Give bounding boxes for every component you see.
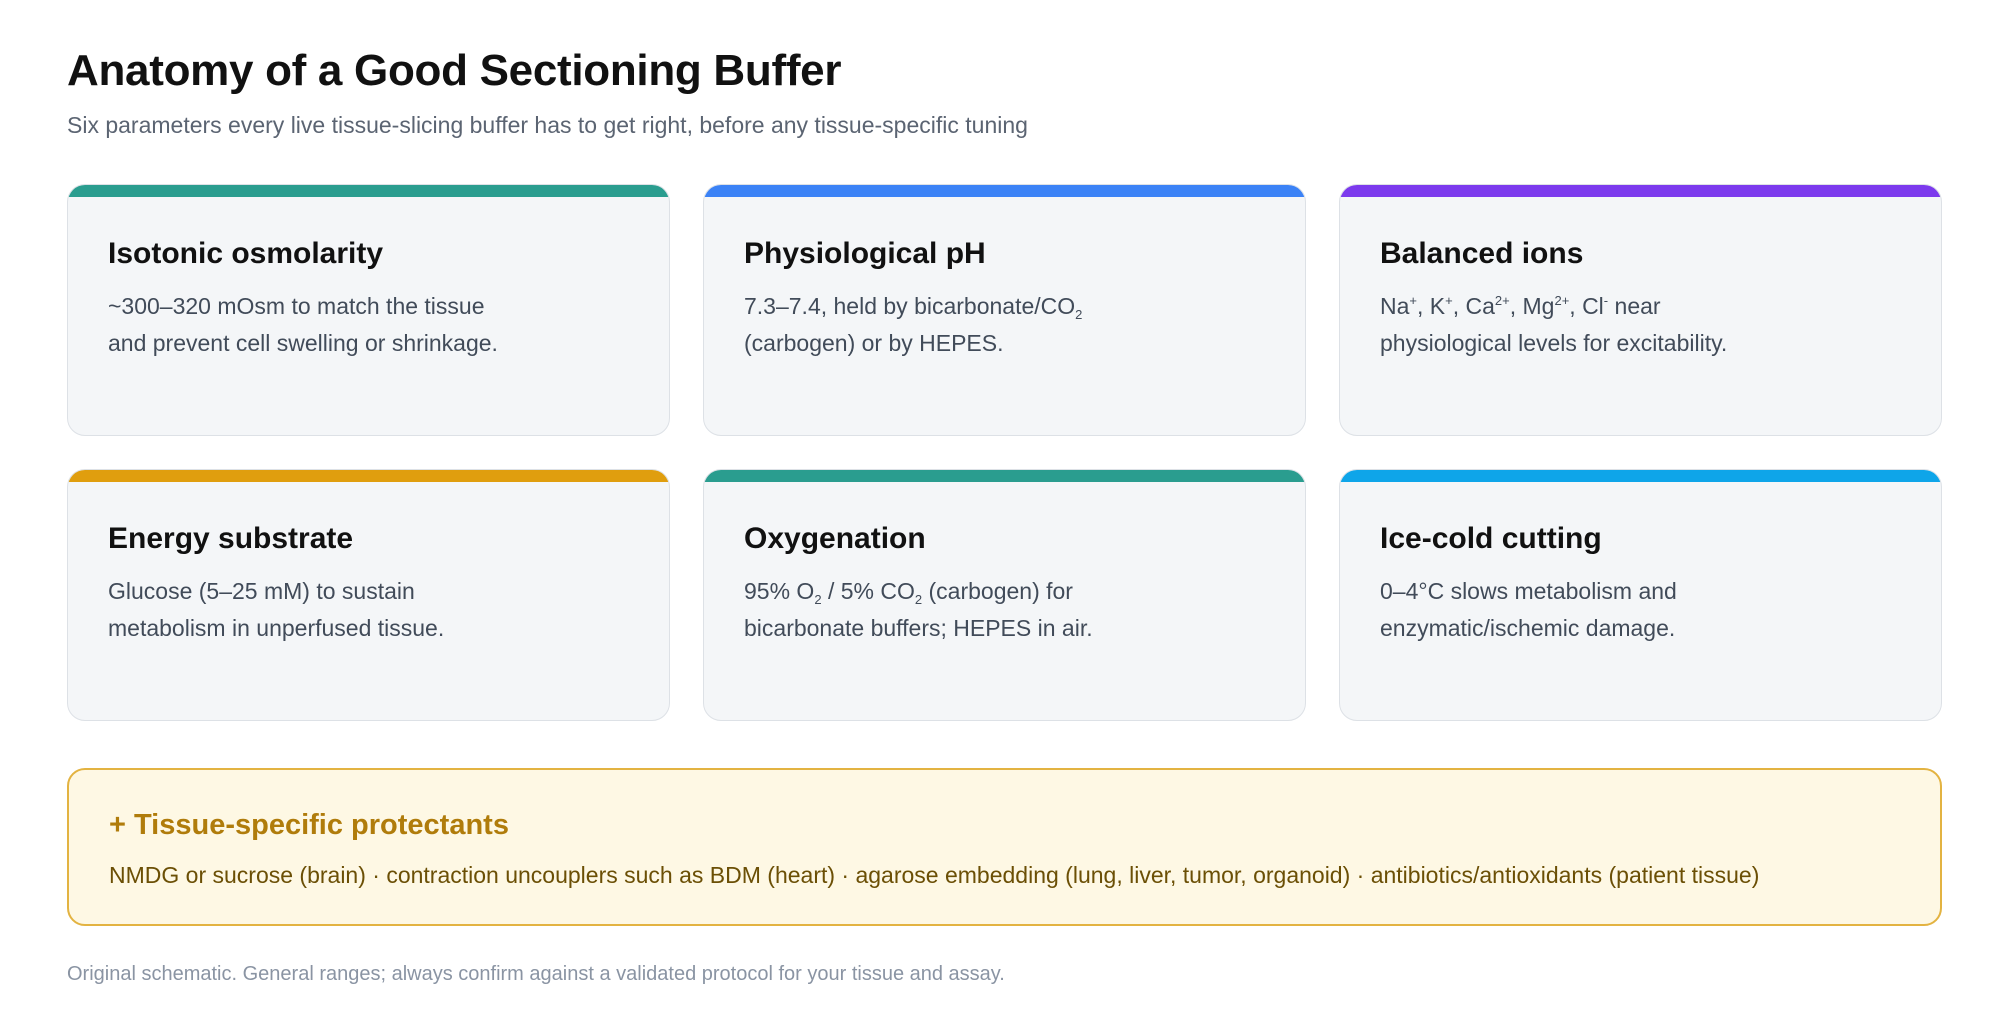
superscript: 2+ — [1554, 293, 1570, 308]
card-description-line: ~300–320 mOsm to match the tissue — [108, 293, 485, 319]
card-description: Na+, K+, Ca2+, Mg2+, Cl- near physiologi… — [1380, 288, 1900, 362]
card-description: Glucose (5–25 mM) to sustain metabolism … — [108, 573, 628, 647]
tissue-specific-protectants-box: + Tissue-specific protectants NMDG or su… — [67, 768, 1942, 926]
card-ice-cold-cutting: Ice-cold cutting 0–4°C slows metabolism … — [1339, 469, 1942, 721]
card-description-line: enzymatic/ischemic damage. — [1380, 615, 1676, 641]
card-description: 95% O2 / 5% CO2 (carbogen) for bicarbona… — [744, 573, 1264, 647]
page: Anatomy of a Good Sectioning Buffer Six … — [67, 0, 1942, 1017]
text-run: , Mg — [1509, 293, 1555, 319]
text-run: 95% O — [744, 578, 815, 604]
text-run: Na — [1380, 293, 1410, 319]
card-accent-bar — [1340, 470, 1941, 482]
page-subtitle: Six parameters every live tissue-slicing… — [67, 112, 1028, 138]
subscript: 2 — [814, 592, 822, 607]
card-description-line: and prevent cell swelling or shrinkage. — [108, 330, 498, 356]
card-accent-bar — [68, 470, 669, 482]
card-description-line: Glucose (5–25 mM) to sustain — [108, 578, 415, 604]
text-run: , Cl — [1569, 293, 1604, 319]
protectants-title: + Tissue-specific protectants — [109, 809, 509, 841]
card-description-line: 0–4°C slows metabolism and — [1380, 578, 1677, 604]
page-title: Anatomy of a Good Sectioning Buffer — [67, 46, 842, 95]
card-balanced-ions: Balanced ions Na+, K+, Ca2+, Mg2+, Cl- n… — [1339, 184, 1942, 436]
protectants-text: NMDG or sucrose (brain) · contraction un… — [109, 862, 1760, 888]
text-run: , Ca — [1452, 293, 1495, 319]
parameter-grid: Isotonic osmolarity ~300–320 mOsm to mat… — [67, 184, 1942, 721]
card-description-line: 7.3–7.4, held by bicarbonate/CO2 — [744, 288, 1264, 325]
card-title: Ice-cold cutting — [1380, 522, 1602, 555]
footnote: Original schematic. General ranges; alwa… — [67, 963, 1005, 985]
card-title: Isotonic osmolarity — [108, 237, 384, 270]
card-description: ~300–320 mOsm to match the tissue and pr… — [108, 288, 628, 362]
text-run: , K — [1417, 293, 1446, 319]
card-accent-bar — [68, 185, 669, 197]
card-physiological-ph: Physiological pH 7.3–7.4, held by bicarb… — [703, 184, 1306, 436]
card-energy-substrate: Energy substrate Glucose (5–25 mM) to su… — [67, 469, 670, 721]
superscript: + — [1409, 293, 1417, 308]
superscript: - — [1603, 293, 1609, 308]
superscript: + — [1445, 293, 1453, 308]
superscript: 2+ — [1494, 293, 1510, 308]
card-description-line: 95% O2 / 5% CO2 (carbogen) for — [744, 573, 1264, 610]
card-isotonic-osmolarity: Isotonic osmolarity ~300–320 mOsm to mat… — [67, 184, 670, 436]
text-run: near — [1608, 293, 1661, 319]
text-run: / 5% CO — [821, 578, 915, 604]
card-description-line: metabolism in unperfused tissue. — [108, 615, 445, 641]
card-oxygenation: Oxygenation 95% O2 / 5% CO2 (carbogen) f… — [703, 469, 1306, 721]
card-description-line: Na+, K+, Ca2+, Mg2+, Cl- near — [1380, 288, 1900, 325]
card-title: Energy substrate — [108, 522, 354, 555]
card-accent-bar — [704, 470, 1305, 482]
card-description-line: physiological levels for excitability. — [1380, 330, 1728, 356]
card-description: 7.3–7.4, held by bicarbonate/CO2 (carbog… — [744, 288, 1264, 362]
subscript: 2 — [914, 592, 923, 607]
card-accent-bar — [1340, 185, 1941, 197]
card-title: Oxygenation — [744, 522, 926, 555]
card-accent-bar — [704, 185, 1305, 197]
text-run: 7.3–7.4, held by bicarbonate/CO — [744, 293, 1076, 319]
subscript: 2 — [1075, 307, 1083, 322]
card-description-line: bicarbonate buffers; HEPES in air. — [744, 615, 1093, 641]
card-title: Balanced ions — [1380, 237, 1584, 270]
card-description-line: (carbogen) or by HEPES. — [744, 330, 1004, 356]
card-title: Physiological pH — [744, 237, 986, 270]
card-description: 0–4°C slows metabolism and enzymatic/isc… — [1380, 573, 1900, 647]
text-run: (carbogen) for — [922, 578, 1073, 604]
